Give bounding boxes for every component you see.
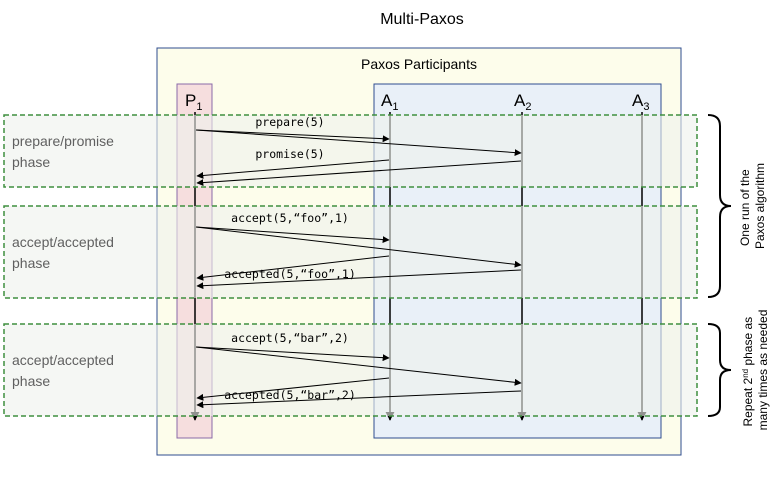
phase-label-accept-2: accept/accepted phase (12, 352, 118, 389)
arrow-accept-bar-a2 (195, 346, 522, 386)
arrow-accept-foo-a2 (195, 226, 522, 268)
arrow-prepare-a2 (195, 129, 522, 157)
brace-label-one-run: One run of the Paxos algorithm (738, 163, 767, 249)
acceptor-a2-label: A2 (514, 91, 531, 113)
participants-box-label: Paxos Participants (361, 56, 477, 72)
acceptor-a3-label: A3 (632, 91, 649, 113)
arrow-accepted-foo-a2 (196, 269, 522, 290)
arrow-promise-a2 (196, 160, 522, 187)
message-accepted-foo: accepted(5,“foo”,1) (224, 267, 356, 281)
message-accept-foo: accept(5,“foo”,1) (231, 211, 349, 225)
phase-band-accept-1 (3, 205, 698, 299)
arrow-prepare-a1 (195, 129, 390, 143)
message-accepted-bar: accepted(5,“bar”,2) (224, 388, 356, 402)
arrow-promise-a1 (196, 159, 390, 179)
phase-band-prepare-promise (3, 114, 698, 188)
arrow-accepted-bar-a2 (196, 390, 522, 409)
arrow-accepted-foo-a1 (196, 255, 390, 281)
acceptor-a1-label: A1 (381, 91, 398, 113)
diagram-title: Multi-Paxos (380, 11, 464, 28)
brace-one-run (707, 114, 732, 298)
brace-label-repeat: Repeat 2nd phase as many times as needed (741, 310, 770, 431)
arrow-accept-foo-a1 (195, 226, 390, 244)
phase-band-accept-2 (3, 323, 698, 417)
arrow-accepted-bar-a1 (196, 377, 390, 401)
phase-label-accept-1: accept/accepted phase (12, 234, 118, 271)
brace-repeat (707, 323, 732, 417)
message-accept-bar: accept(5,“bar”,2) (231, 331, 349, 345)
phase-label-prepare-promise: prepare/promise phase (12, 133, 118, 170)
proposer-p1-label: P1 (185, 91, 202, 113)
message-promise: promise(5) (255, 147, 324, 161)
message-prepare: prepare(5) (255, 115, 324, 129)
arrow-accept-bar-a1 (195, 346, 390, 362)
